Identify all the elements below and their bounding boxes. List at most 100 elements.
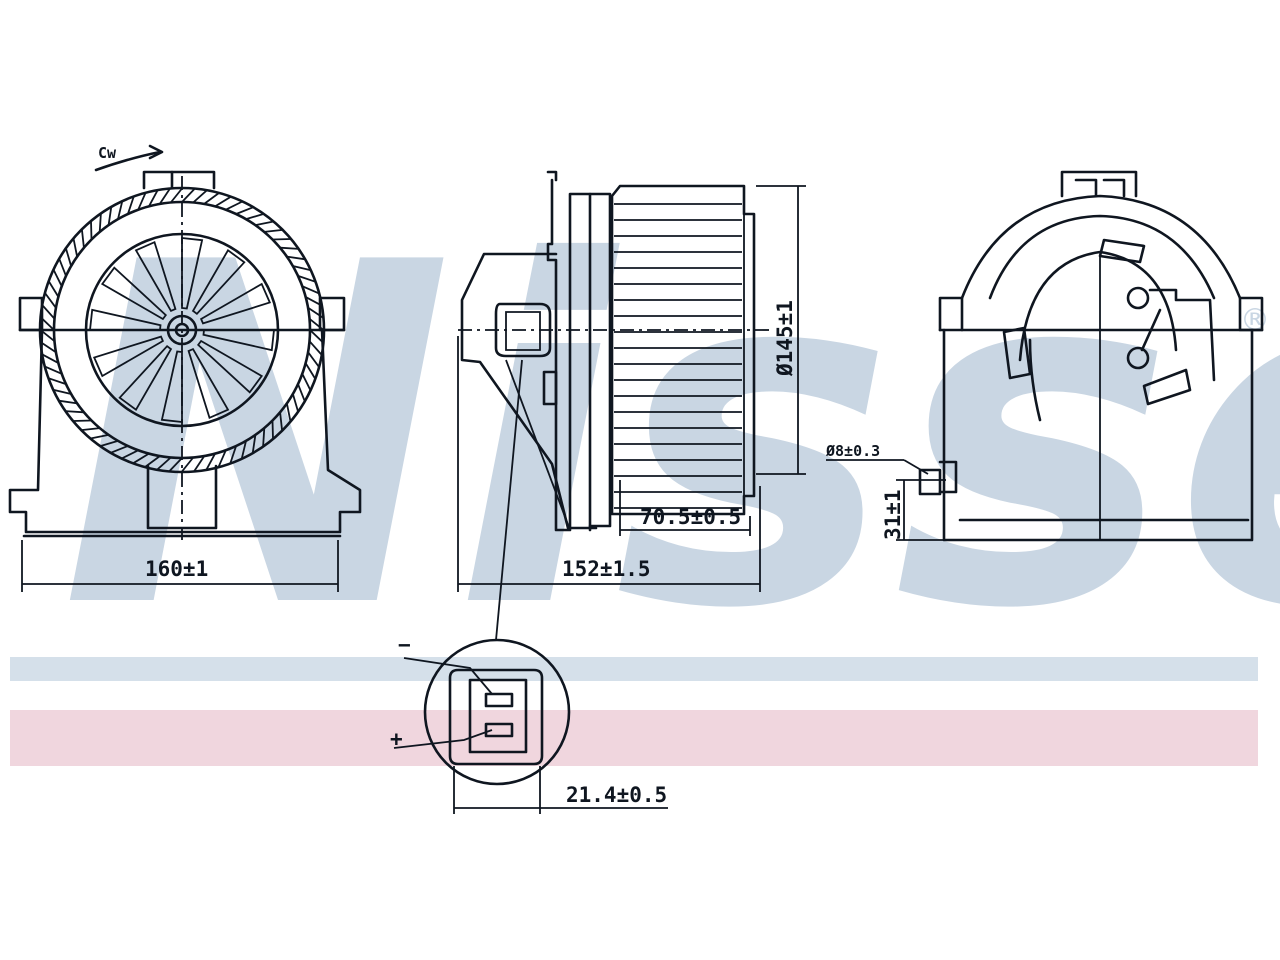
wheel-blade bbox=[286, 403, 292, 422]
side-depth-dimension: 152±1.5 bbox=[562, 557, 651, 581]
wheel-spoke bbox=[191, 248, 246, 316]
wheel-blade bbox=[181, 187, 196, 203]
wheel-blade bbox=[58, 258, 67, 277]
wheel-blade bbox=[65, 247, 72, 267]
wheel-blade bbox=[90, 434, 109, 440]
wheel-spoke bbox=[118, 344, 173, 412]
wheel-blade bbox=[301, 285, 320, 295]
wheel-blade bbox=[180, 456, 194, 473]
wheel-blade bbox=[72, 419, 92, 422]
wheel-blade bbox=[229, 445, 237, 464]
wheel-blade bbox=[203, 192, 220, 205]
wheel-blade bbox=[292, 265, 312, 272]
minus-terminal-label: − bbox=[398, 633, 411, 657]
wheel-blade bbox=[121, 449, 139, 460]
mount-height-dimension: 31±1 bbox=[881, 489, 905, 540]
wheel-blade bbox=[235, 206, 254, 215]
wheel-blade bbox=[110, 445, 129, 454]
wheel-blade bbox=[48, 377, 67, 385]
wheel-blade bbox=[279, 412, 283, 431]
wheel-blade bbox=[297, 275, 316, 283]
wheel-spoke bbox=[187, 347, 230, 420]
wheel-blade bbox=[117, 200, 124, 220]
wheel-blade bbox=[81, 229, 85, 248]
wheel-spoke bbox=[134, 240, 177, 313]
wheel-blade bbox=[307, 351, 320, 368]
plus-terminal-label: + bbox=[390, 727, 403, 751]
wheel-blade bbox=[297, 383, 306, 402]
wheel-blade bbox=[264, 229, 283, 233]
wheel-blade bbox=[72, 238, 78, 257]
wheel-blade bbox=[309, 329, 325, 344]
rear-view: Ø8±0.3 31±1 bbox=[825, 170, 1264, 542]
wheel-spoke bbox=[199, 282, 272, 325]
wheel-blade bbox=[144, 455, 161, 468]
wheel-blade bbox=[240, 440, 247, 460]
wheel-blade bbox=[99, 440, 119, 447]
wheel-blade bbox=[159, 188, 171, 205]
wheel-blade bbox=[308, 340, 323, 356]
wheel-blade bbox=[132, 452, 150, 465]
wheel-blade bbox=[245, 213, 265, 220]
wheel-blade bbox=[52, 388, 72, 395]
wheel-blade bbox=[217, 449, 227, 468]
wheel-depth-dimension: 70.5±0.5 bbox=[640, 505, 741, 529]
wheel-blade bbox=[192, 189, 208, 204]
watermark-text: Nissens bbox=[60, 164, 1280, 711]
wheel-blade bbox=[304, 362, 317, 380]
wheel-blade bbox=[280, 246, 299, 250]
rotation-direction-label: Cw bbox=[98, 144, 117, 162]
registered-mark: ® bbox=[1240, 303, 1270, 338]
wheel-blade bbox=[39, 328, 56, 342]
wheel-blade bbox=[251, 434, 257, 454]
wheel-blade bbox=[307, 307, 324, 319]
wheel-blade bbox=[58, 399, 78, 405]
front-width-dimension: 160±1 bbox=[145, 557, 208, 581]
hole-diameter-dimension: Ø8±0.3 bbox=[825, 442, 880, 460]
wheel-blade bbox=[301, 373, 312, 391]
wheel-blade bbox=[65, 410, 84, 414]
connector-width-dimension: 21.4±0.5 bbox=[566, 783, 667, 807]
brand-band-red bbox=[10, 710, 1258, 766]
wheel-blade bbox=[193, 455, 205, 472]
wheel-blade bbox=[44, 365, 63, 375]
wheel-blade bbox=[107, 206, 113, 226]
wheel-blade bbox=[41, 353, 59, 364]
wheel-blade bbox=[286, 255, 306, 261]
wheel-blade bbox=[262, 428, 266, 447]
wheel-spoke bbox=[196, 339, 264, 394]
wheel-blade bbox=[272, 238, 292, 241]
wheel-blades bbox=[39, 187, 325, 473]
wheel-blade bbox=[205, 453, 216, 471]
wheel-blade bbox=[40, 341, 57, 353]
wheel-blade bbox=[292, 393, 299, 413]
wheel-blade bbox=[90, 220, 93, 240]
wheel-blade bbox=[39, 316, 55, 331]
side-wheel-ribs bbox=[614, 203, 742, 509]
side-view: Ø145±1 70.5±0.5 152±1.5 bbox=[457, 170, 806, 641]
wheel-blade bbox=[81, 427, 100, 431]
wheel-blade bbox=[305, 296, 323, 307]
wheel-blade bbox=[170, 187, 184, 204]
wheel-blade bbox=[98, 213, 102, 232]
wheel-diameter-dimension: Ø145±1 bbox=[773, 300, 797, 377]
wheel-blade bbox=[214, 195, 232, 208]
wheel-blade bbox=[127, 196, 135, 215]
wheel-blade bbox=[148, 189, 159, 207]
wheel-blade bbox=[255, 220, 274, 226]
brand-band-blue bbox=[10, 657, 1258, 681]
wheel-blade bbox=[168, 457, 183, 473]
wheel-blade bbox=[308, 318, 325, 332]
wheel-blade bbox=[137, 192, 147, 211]
connector-detail: − + 21.4±0.5 bbox=[390, 633, 668, 814]
wheel-blade bbox=[225, 200, 243, 211]
wheel-blade bbox=[44, 292, 57, 309]
wheel-blade bbox=[271, 420, 274, 440]
wheel-blade bbox=[41, 304, 56, 320]
wheel-blade bbox=[52, 269, 63, 287]
wheel-spoke bbox=[92, 335, 165, 378]
front-view: Cw 160±1 bbox=[8, 144, 362, 592]
wheel-spoke bbox=[100, 266, 168, 321]
wheel-blade bbox=[47, 280, 60, 298]
